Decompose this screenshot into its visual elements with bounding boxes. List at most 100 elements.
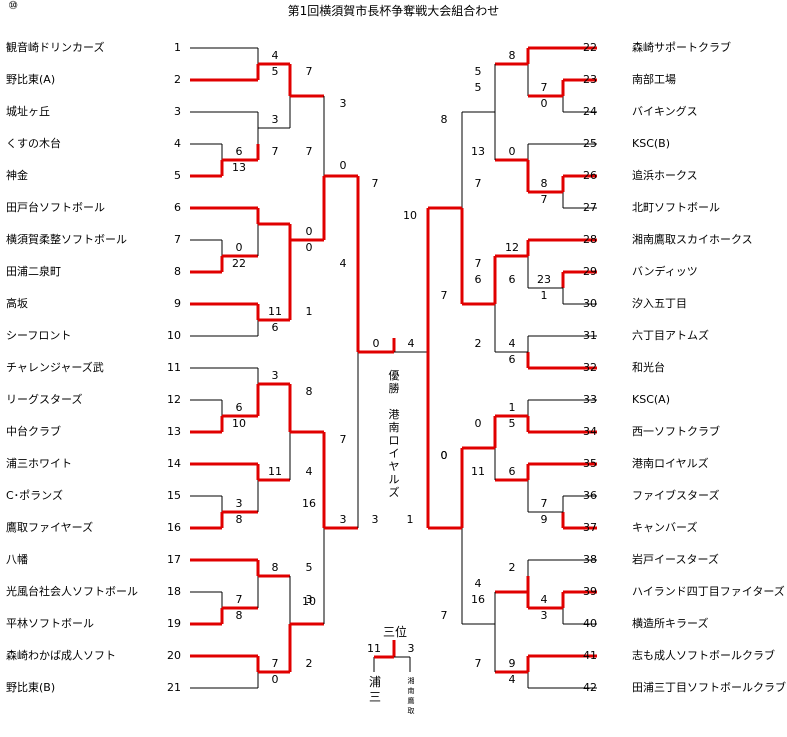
score: 8 (235, 609, 243, 622)
vertical-char: ヤ (388, 460, 400, 473)
team-number: 6 (174, 201, 181, 214)
score: 22 (232, 257, 246, 270)
team-name: 浦三ホワイト (6, 457, 72, 470)
score: 12 (505, 241, 519, 254)
team-number: 23 (583, 73, 597, 86)
team-number: 17 (167, 553, 181, 566)
vertical-char: 勝 (388, 382, 400, 395)
third-place-winner: 浦三 (368, 675, 382, 705)
score: 7 (540, 497, 548, 510)
score: 8 (271, 561, 279, 574)
team-number: 30 (583, 297, 597, 310)
team-name: 港南ロイヤルズ (632, 457, 709, 470)
score: 8 (440, 113, 448, 126)
team-name: 北町ソフトボール (632, 201, 720, 214)
score: 0 (440, 449, 448, 462)
team-name: 南部工場 (632, 73, 676, 86)
score: 7 (440, 609, 448, 622)
score: ⑩ (8, 0, 18, 12)
score: 1 (305, 305, 313, 318)
team-number: 13 (167, 425, 181, 438)
team-name: 田戸台ソフトボール (6, 201, 105, 214)
team-name: 横造所キラーズ (632, 617, 709, 630)
score: 7 (305, 65, 313, 78)
team-name: ファイブスターズ (632, 489, 720, 502)
score: 3 (371, 513, 379, 526)
score: 5 (474, 65, 482, 78)
score: 13 (471, 145, 485, 158)
team-name: 城址ヶ丘 (6, 105, 50, 118)
team-number: 1 (174, 41, 181, 54)
score: 4 (508, 673, 516, 686)
score: 6 (474, 273, 482, 286)
score: 10 (403, 209, 417, 222)
score: 3 (235, 497, 243, 510)
team-name: KSC(A) (632, 393, 670, 406)
team-number: 15 (167, 489, 181, 502)
score: 6 (235, 145, 243, 158)
score: 7 (540, 193, 548, 206)
team-number: 41 (583, 649, 597, 662)
score: 1 (508, 401, 516, 414)
score: 1 (540, 289, 548, 302)
team-name: 西一ソフトクラブ (632, 425, 720, 438)
score: 8 (235, 513, 243, 526)
team-name: 田浦三丁目ソフトボールクラブ (632, 681, 786, 694)
team-number: 2 (174, 73, 181, 86)
score: 7 (235, 593, 243, 606)
score: 3 (271, 369, 279, 382)
score: 5 (474, 81, 482, 94)
team-number: 9 (174, 297, 181, 310)
vertical-char: 三 (368, 690, 381, 704)
team-name: 八幡 (6, 553, 28, 566)
score: 0 (305, 225, 313, 238)
team-name: 鷹取ファイヤーズ (6, 521, 94, 534)
team-number: 31 (583, 329, 597, 342)
team-name: 神金 (6, 169, 28, 182)
vertical-char: ル (388, 473, 400, 486)
score: 10 (232, 417, 246, 430)
third-place-title: 三位 (383, 625, 408, 639)
vertical-char: 南 (407, 687, 415, 695)
score: 7 (540, 81, 548, 94)
champion-team: 港南ロイヤルズ (387, 408, 401, 499)
score: 5 (305, 561, 313, 574)
score: 23 (537, 273, 551, 286)
team-number: 39 (583, 585, 597, 598)
team-number: 25 (583, 137, 597, 150)
score: 2 (508, 561, 516, 574)
team-name: ハイランド四丁目ファイターズ (632, 585, 785, 598)
score: 2 (474, 337, 482, 350)
champion-caption: 優勝 (387, 369, 401, 395)
score: 8 (508, 49, 516, 62)
score: 0 (235, 241, 243, 254)
score: 7 (271, 145, 279, 158)
team-number: 10 (167, 329, 181, 342)
team-number: 20 (167, 649, 181, 662)
team-name: 追浜ホークス (632, 169, 698, 182)
team-number: 35 (583, 457, 597, 470)
score: 4 (474, 577, 482, 590)
score: 11 (268, 465, 282, 478)
team-name: バンディッツ (632, 265, 698, 278)
score: 4 (407, 337, 415, 350)
score: 16 (302, 497, 316, 510)
score: 4 (339, 257, 347, 270)
vertical-char: 取 (407, 707, 415, 715)
team-number: 3 (174, 105, 181, 118)
team-name: C･ポランズ (6, 489, 63, 502)
team-number: 38 (583, 553, 597, 566)
score: 2 (305, 657, 313, 670)
team-name: 横須賀柔整ソフトボール (6, 233, 127, 246)
third-place-loser: 湘南鷹取 (404, 676, 418, 716)
score: 0 (508, 145, 516, 158)
vertical-char: 鷹 (407, 697, 415, 705)
score: 0 (474, 417, 482, 430)
team-number: 27 (583, 201, 597, 214)
team-number: 32 (583, 361, 597, 374)
team-name: キャンバーズ (632, 521, 698, 534)
team-name: 和光台 (632, 361, 665, 374)
score: 5 (271, 65, 279, 78)
team-number: 14 (167, 457, 181, 470)
